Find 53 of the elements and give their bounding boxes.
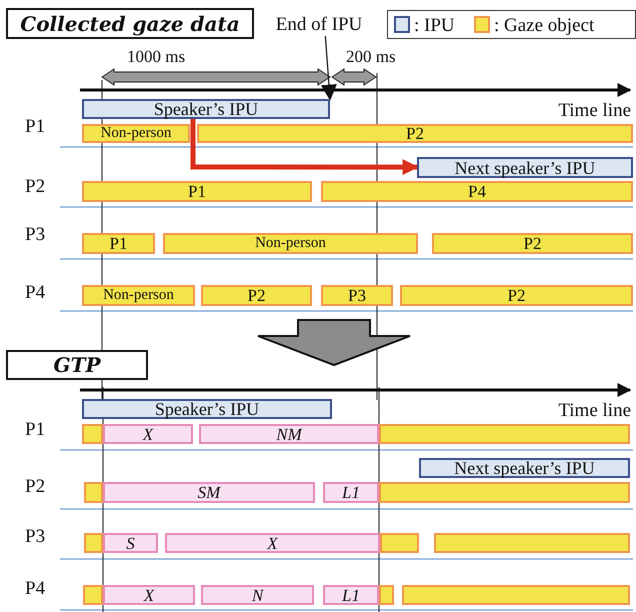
gaze-object-bar: P2 bbox=[432, 233, 633, 254]
time-line-text: Time line bbox=[558, 401, 631, 420]
gaze-object-bar: P4 bbox=[321, 181, 633, 202]
gaze-object-bar: P3 bbox=[321, 285, 393, 306]
gtp-label-bar: L1 bbox=[323, 482, 379, 503]
gaze-object-bar bbox=[434, 533, 630, 553]
gaze-object-bar: Non-person bbox=[163, 233, 418, 254]
gtp-label-bar: SM bbox=[103, 482, 315, 503]
gaze-object-bar bbox=[379, 424, 630, 444]
participant-label: P2 bbox=[25, 177, 46, 196]
gtp-label-bar: X bbox=[165, 533, 380, 553]
gaze-object-bar: P1 bbox=[82, 233, 155, 254]
ipu-bar: Speaker’s IPU bbox=[82, 399, 332, 419]
gaze-object-bar bbox=[379, 482, 630, 503]
annotation-text: End of IPU bbox=[266, 12, 372, 36]
gtp-label-bar: X bbox=[103, 585, 195, 605]
gaze-object-bar: P2 bbox=[400, 285, 633, 306]
gtp-label-bar: S bbox=[103, 533, 158, 553]
gaze-object-bar bbox=[82, 424, 103, 444]
gaze-object-bar: P2 bbox=[197, 124, 633, 143]
gtp-label-bar: N bbox=[201, 585, 314, 605]
section-heading-box: GTP bbox=[6, 350, 148, 380]
gaze-object-bar: Non-person bbox=[82, 285, 195, 306]
time-line-text: Time line bbox=[558, 101, 631, 120]
gaze-object-bar bbox=[379, 585, 394, 605]
dimension-text: 1000 ms bbox=[127, 48, 186, 65]
ipu-bar: Speaker’s IPU bbox=[82, 99, 330, 119]
gaze-object-bar bbox=[402, 585, 630, 605]
legend-text: : Gaze object bbox=[494, 16, 594, 35]
gaze-object-bar bbox=[84, 533, 103, 553]
ipu-bar: Next speaker’s IPU bbox=[419, 458, 630, 478]
gaze-object-bar: P2 bbox=[201, 285, 312, 306]
gaze-object-bar: P1 bbox=[82, 181, 312, 202]
gaze-object-bar bbox=[84, 482, 103, 503]
arrow bbox=[320, 36, 337, 101]
participant-label: P2 bbox=[25, 477, 46, 496]
gaze-object-bar: Non-person bbox=[82, 124, 190, 143]
gtp-label-bar: L1 bbox=[323, 585, 379, 605]
gaze-object-bar bbox=[380, 533, 419, 553]
dimension-text: 200 ms bbox=[346, 48, 396, 65]
participant-label: P1 bbox=[25, 420, 46, 439]
legend-text: : IPU bbox=[414, 16, 455, 35]
gtp-label-bar: X bbox=[103, 424, 193, 444]
participant-label: P3 bbox=[25, 527, 46, 546]
gtp-label-bar: NM bbox=[199, 424, 379, 444]
participant-label: P4 bbox=[25, 283, 46, 302]
gaze-object-bar bbox=[83, 585, 103, 605]
ipu-bar: Next speaker’s IPU bbox=[417, 157, 633, 178]
participant-label: P4 bbox=[25, 579, 46, 598]
participant-label: P3 bbox=[25, 225, 46, 244]
arrow bbox=[190, 119, 419, 176]
participant-label: P1 bbox=[25, 117, 46, 136]
section-heading-box: Collected gaze data bbox=[6, 8, 254, 39]
